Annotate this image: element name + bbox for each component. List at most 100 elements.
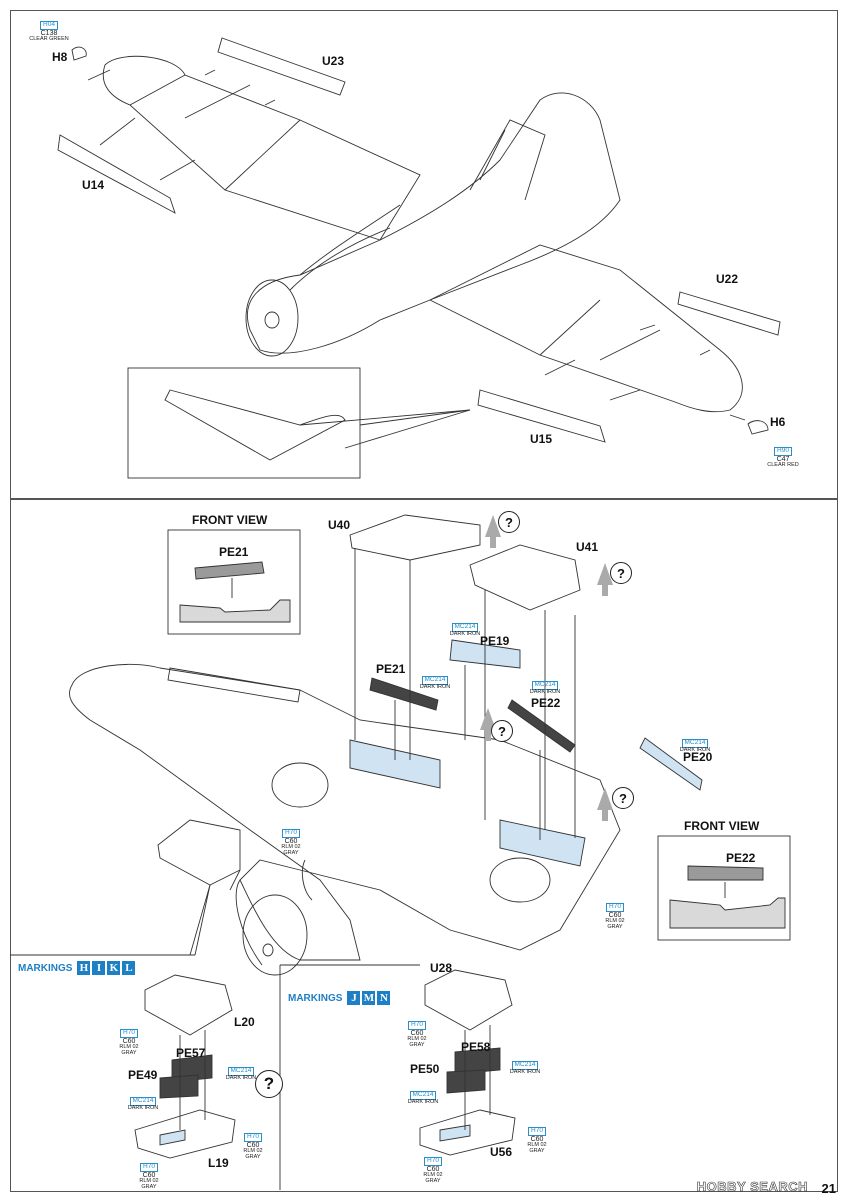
right-mc214-pe58-name: DARK IRON [509, 1069, 541, 1075]
part-label-pe57: PE57 [176, 1046, 206, 1060]
pe20-color-name: DARK IRON [679, 747, 711, 753]
pe19-color-name: DARK IRON [449, 631, 481, 637]
pe20-paint-code: MC214 DARK IRON [670, 732, 720, 754]
marking-badge-h: H [77, 961, 91, 975]
left-h70-bottom: H70 C60 RLM 02 GRAY [124, 1156, 174, 1190]
marking-badge-n: N [377, 991, 391, 1005]
part-label-pe50: PE50 [410, 1062, 440, 1076]
right-mc214-pe50-name: DARK IRON [407, 1099, 439, 1105]
h8-code: H04 [40, 21, 58, 30]
h70b-name2: GRAY [607, 923, 623, 930]
right-mc214-pe50: MC214 DARK IRON [398, 1084, 448, 1106]
right-h70-bottom: H70 C60 RLM 02 GRAY [408, 1150, 458, 1184]
part-label-l19: L19 [208, 1156, 229, 1170]
right-h70-top-code: H70 [408, 1021, 426, 1030]
marking-badge-m: M [362, 991, 376, 1005]
watermark: HOBBY SEARCH [696, 1179, 808, 1195]
question-mark-3: ? [491, 720, 513, 742]
part-label-u14: U14 [82, 178, 105, 192]
h6-paint-code: H90 C47 CLEAR RED [758, 440, 808, 469]
markings-right-text: MARKINGS [288, 992, 343, 1004]
left-h70-bottom-name2: GRAY [141, 1183, 157, 1190]
part-label-u40: U40 [328, 518, 351, 532]
marking-badge-l: L [122, 961, 136, 975]
h70a-code: H70 [282, 829, 300, 838]
right-h70-bottom-name2: GRAY [425, 1177, 441, 1184]
part-label-l20: L20 [234, 1015, 255, 1029]
part-label-pe21: PE21 [376, 662, 406, 676]
left-h70-right-name2: GRAY [245, 1153, 261, 1160]
right-h70-right: H70 C60 RLM 02 GRAY [512, 1120, 562, 1154]
part-label-u56: U56 [490, 1145, 513, 1159]
h70b-name1: RLM 02 [605, 918, 625, 924]
h70-paint-code-a: H70 C60 RLM 02 GRAY [266, 822, 316, 856]
question-mark-left: ? [255, 1070, 283, 1098]
h70-paint-code-b: H70 C60 RLM 02 GRAY [590, 896, 640, 930]
left-h70-top-color: C60 [122, 1038, 136, 1045]
right-mc214-pe50-code: MC214 [409, 1091, 437, 1100]
left-h70-bottom-color: C60 [142, 1172, 156, 1179]
part-label-u15: U15 [530, 432, 553, 446]
left-h70-right: H70 C60 RLM 02 GRAY [228, 1126, 278, 1160]
pe22-code: MC214 [531, 681, 559, 690]
h8-paint-code: H04 C138 CLEAR GREEN [24, 14, 74, 43]
left-h70-bottom-name1: RLM 02 [139, 1178, 159, 1184]
front-view-2-part: PE22 [726, 851, 756, 865]
right-h70-right-color: C60 [530, 1136, 544, 1143]
question-mark-2: ? [610, 562, 632, 584]
right-h70-bottom-code: H70 [424, 1157, 442, 1166]
page-number: 21 [821, 1181, 836, 1196]
pe20-code: MC214 [681, 739, 709, 748]
pe21-paint-code: MC214 DARK IRON [410, 669, 460, 691]
part-label-u41: U41 [576, 540, 599, 554]
right-h70-bottom-color: C60 [426, 1166, 440, 1173]
marking-badge-k: K [107, 961, 121, 975]
left-h70-right-color: C60 [246, 1142, 260, 1149]
part-label-u22: U22 [716, 272, 739, 286]
part-label-pe49: PE49 [128, 1068, 158, 1082]
left-h70-top: H70 C60 RLM 02 GRAY [104, 1022, 154, 1056]
h70a-name1: RLM 02 [281, 844, 301, 850]
markings-left-text: MARKINGS [18, 962, 73, 974]
question-mark-4: ? [612, 787, 634, 809]
h6-color: C47 [776, 456, 790, 463]
markings-right-header: MARKINGS J M N [288, 990, 391, 1006]
h70a-color: C60 [284, 838, 298, 845]
pe19-paint-code: MC214 DARK IRON [440, 616, 490, 638]
pe21-color-name: DARK IRON [419, 684, 451, 690]
left-h70-right-name1: RLM 02 [243, 1148, 263, 1154]
part-label-pe22: PE22 [531, 696, 561, 710]
h6-code: H90 [774, 447, 792, 456]
left-h70-top-name1: RLM 02 [119, 1044, 139, 1050]
right-mc214-pe58: MC214 DARK IRON [500, 1054, 550, 1076]
right-h70-top-name1: RLM 02 [407, 1036, 427, 1042]
part-label-pe58: PE58 [461, 1040, 491, 1054]
left-h70-bottom-code: H70 [140, 1163, 158, 1172]
pe21-code: MC214 [421, 676, 449, 685]
front-view-title-2: FRONT VIEW [684, 819, 760, 833]
left-mc214-pe57-code: MC214 [227, 1067, 255, 1076]
marking-badge-j: J [347, 991, 361, 1005]
left-mc214-pe57: MC214 DARK IRON [216, 1060, 266, 1082]
marking-badge-i: I [92, 961, 106, 975]
h70a-name2: GRAY [283, 849, 299, 856]
part-label-pe20: PE20 [683, 750, 713, 764]
part-label-u28: U28 [430, 961, 453, 975]
part-label-h8: H8 [52, 50, 68, 64]
front-view-title-1: FRONT VIEW [192, 513, 268, 527]
right-mc214-pe58-code: MC214 [511, 1061, 539, 1070]
left-mc214-pe57-name: DARK IRON [225, 1075, 257, 1081]
top-section-frame [10, 10, 838, 500]
left-mc214-pe49: MC214 DARK IRON [118, 1090, 168, 1112]
right-h70-right-code: H70 [528, 1127, 546, 1136]
left-h70-right-code: H70 [244, 1133, 262, 1142]
h8-color: C138 [40, 30, 58, 37]
front-view-1-part: PE21 [219, 545, 249, 559]
part-label-u23: U23 [322, 54, 345, 68]
right-h70-top-name2: GRAY [409, 1041, 425, 1048]
h8-color-name: CLEAR GREEN [29, 36, 69, 42]
markings-left-header: MARKINGS H I K L [18, 960, 136, 976]
right-h70-right-name2: GRAY [529, 1147, 545, 1154]
